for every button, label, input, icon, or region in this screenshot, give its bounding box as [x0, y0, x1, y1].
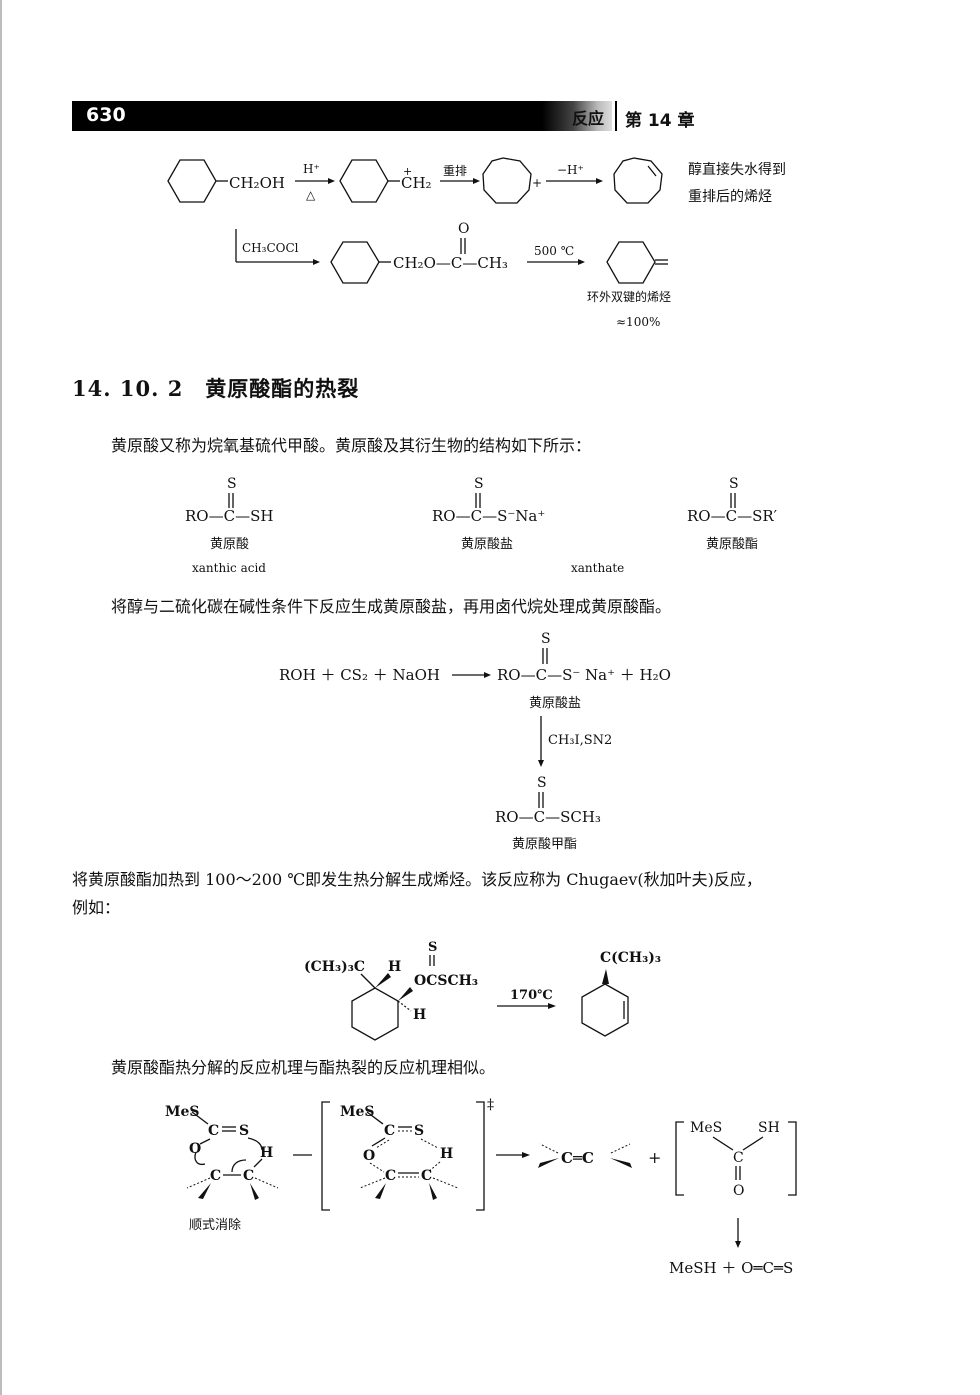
svg-text:S: S: [729, 476, 739, 492]
svg-text:S: S: [541, 631, 551, 647]
svg-text:C: C: [421, 1168, 432, 1184]
reagent-acetyl-chloride: CH₃COCl: [242, 241, 299, 255]
chugaev-example: (CH₃)₃C H S OCSCH₃ H 170℃ C(CH₃)₃: [304, 940, 661, 1041]
carbonyl-oxygen: O: [458, 221, 469, 237]
section-title: 14. 10. 2 黄原酸酯的热裂: [72, 376, 360, 401]
svg-text:H: H: [413, 1007, 426, 1023]
svg-text:C: C: [243, 1168, 254, 1184]
cyclohexane-ring: [339, 159, 389, 203]
methylenecyclohexane: [606, 241, 656, 284]
xanthic-acid-formula: RO—C—SH: [185, 507, 273, 525]
svg-text:S: S: [537, 775, 547, 791]
methyl-xanthate-formula: RO—C—SCH₃: [495, 808, 601, 826]
prep-reactants: ROH ＋ CS₂ ＋ NaOH: [279, 666, 440, 684]
svg-text:S: S: [474, 476, 484, 492]
prep-product-cn: 黄原酸盐: [529, 696, 581, 711]
alkene-product: C═C: [561, 1149, 594, 1167]
xanthate-salt-formula: RO—C—S⁻Na⁺: [432, 507, 545, 525]
exocyclic-label: 环外双键的烯烃: [587, 289, 671, 304]
chugaev-temp: 170℃: [510, 988, 553, 1003]
svg-text:S: S: [428, 940, 437, 955]
mechanism-paragraph: 黄原酸酯热分解的反应机理与酯热裂的反应机理相似。: [111, 1058, 496, 1077]
ch2-cation: CH₂: [401, 174, 432, 192]
svg-text:C: C: [733, 1150, 744, 1166]
reagent-heat: △: [306, 188, 316, 202]
page-edge: [0, 0, 2, 1395]
svg-text:H: H: [260, 1145, 273, 1161]
chugaev-paragraph-line-1: 将黄原酸酯加热到 100～200 ℃即发生热分解生成烯烃。该反应称为 Chuga…: [72, 870, 762, 889]
header-fade: [542, 101, 612, 131]
svg-text:MeS: MeS: [165, 1104, 200, 1120]
product-tbu: C(CH₃)₃: [600, 950, 661, 966]
xanthic-acid-en: xanthic acid: [192, 561, 266, 575]
ch2oh-label: CH₂OH: [229, 174, 285, 192]
rearrange-label: 重排: [443, 164, 467, 178]
svg-text:O: O: [189, 1141, 201, 1157]
header-bar: 630 反应: [72, 101, 612, 131]
minus-h-label: −H⁺: [557, 163, 584, 177]
xanthate-ester-formula: RO—C—SR′: [687, 507, 778, 525]
transition-state-mark: ‡: [487, 1097, 494, 1113]
pyrolysis-temp: 500 ℃: [534, 244, 574, 258]
xanthate-structures: S RO—C—SH 黄原酸 xanthic acid S RO—C—S⁻Na⁺ …: [185, 476, 778, 575]
svg-text:S: S: [227, 476, 237, 492]
cyclohexane-ring: [351, 987, 399, 1041]
svg-text:SH: SH: [758, 1120, 780, 1136]
svg-text:S: S: [239, 1123, 249, 1139]
svg-text:C: C: [208, 1123, 219, 1139]
chapter-label: 第 14 章: [625, 111, 695, 131]
header-rule: [615, 101, 617, 131]
preparation-paragraph: 将醇与二硫化碳在碱性条件下反应生成黄原酸盐，再用卤代烷处理成黄原酸酯。: [111, 597, 672, 616]
xanthic-acid-cn: 黄原酸: [210, 537, 249, 552]
scheme-rearrangement: CH₂OH H⁺ △ + CH₂ 重排 + −H⁺ 醇直接失水得到 重排后的烯烃…: [167, 157, 786, 329]
page-number: 630: [86, 104, 126, 126]
note-line-2: 重排后的烯烃: [688, 189, 772, 205]
chugaev-paragraph-line-2: 例如：: [72, 898, 121, 917]
header-tail: 反应: [571, 109, 604, 128]
svg-text:C: C: [210, 1168, 221, 1184]
cyclohexane-ring: [330, 241, 380, 284]
svg-text:MeS: MeS: [690, 1120, 722, 1136]
svg-text:+: +: [648, 1148, 661, 1167]
svg-text:MeS: MeS: [340, 1104, 375, 1120]
cyclohexane-ring: [167, 159, 217, 203]
methyl-xanthate-cn: 黄原酸甲酯: [512, 837, 577, 852]
cyclohexene-ring: [581, 983, 629, 1037]
note-line-1: 醇直接失水得到: [688, 161, 786, 178]
cycloheptene-ring: [613, 157, 663, 204]
syn-elimination-label: 顺式消除: [189, 1218, 241, 1233]
acetate-ester: CH₂O—C—CH₃: [393, 254, 508, 272]
svg-text:H: H: [440, 1146, 453, 1162]
svg-text:O: O: [363, 1148, 375, 1164]
methylation-reagent: CH₃I,SN2: [548, 733, 612, 748]
ocsch3-group: OCSCH₃: [414, 973, 478, 989]
xanthate-ester-cn: 黄原酸酯: [706, 537, 758, 552]
prep-product: RO—C—S⁻ Na⁺ ＋ H₂O: [497, 666, 671, 684]
intro-paragraph: 黄原酸又称为烷氧基硫代甲酸。黄原酸及其衍生物的结构如下所示：: [111, 436, 592, 455]
svg-text:S: S: [414, 1123, 424, 1139]
xanthate-en: xanthate: [571, 561, 624, 575]
svg-text:+: +: [403, 165, 412, 178]
svg-text:O: O: [733, 1183, 744, 1199]
tbu-group: (CH₃)₃C: [304, 959, 365, 975]
svg-text:+: +: [532, 176, 542, 190]
cycloheptane-ring: [482, 157, 532, 204]
xanthate-salt-cn: 黄原酸盐: [461, 537, 513, 552]
svg-text:C: C: [384, 1123, 395, 1139]
mechanism: MeS C S O H C C 顺式消除 ‡ MeS C S O: [165, 1097, 797, 1277]
svg-text:H: H: [388, 959, 401, 975]
preparation-scheme: S ROH ＋ CS₂ ＋ NaOH RO—C—S⁻ Na⁺ ＋ H₂O 黄原酸…: [279, 631, 671, 852]
final-products: MeSH ＋ O═C═S: [669, 1259, 793, 1277]
svg-text:C: C: [385, 1168, 396, 1184]
reagent-h-plus: H⁺: [303, 162, 320, 176]
exocyclic-yield: ≈100%: [616, 315, 660, 329]
